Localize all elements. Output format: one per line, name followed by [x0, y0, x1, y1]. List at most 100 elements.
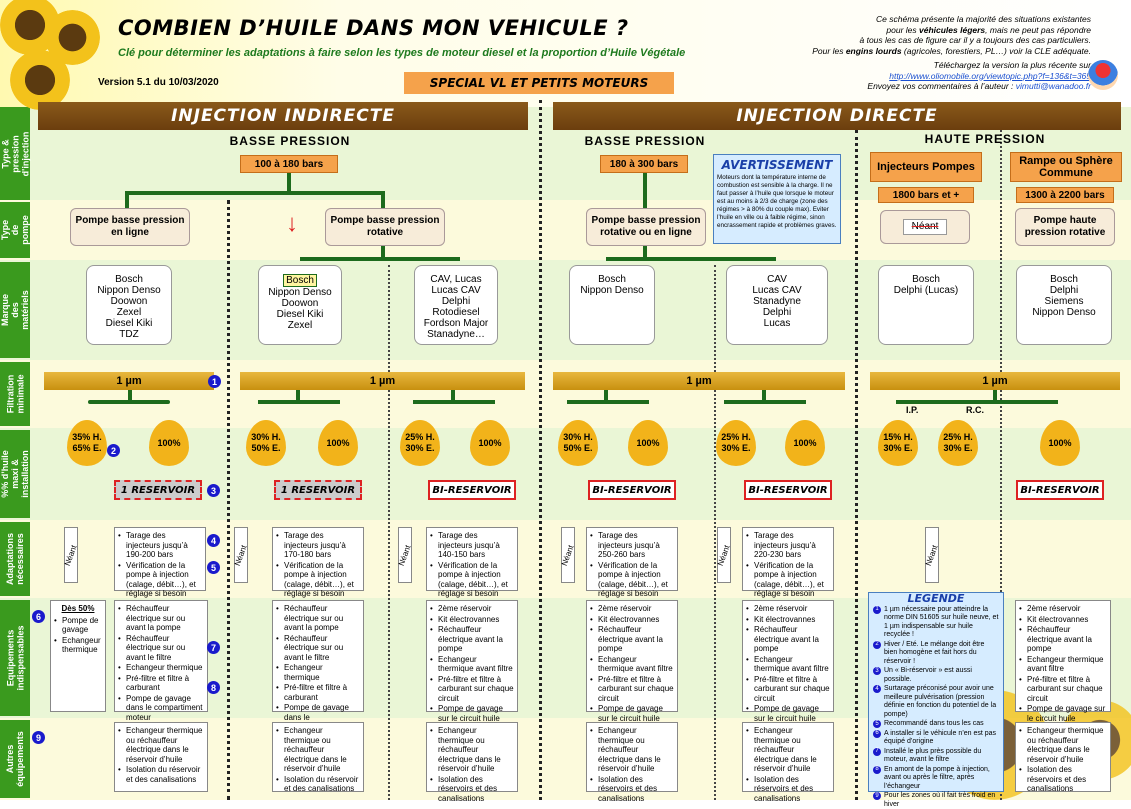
- special-banner: SPECIAL VL ET PETITS MOTEURS: [404, 72, 674, 94]
- list-item: Echangeur thermique ou réchauffeur élect…: [746, 726, 830, 774]
- other-equipment-box: Echangeur thermique ou réchauffeur élect…: [114, 722, 208, 792]
- brand-name: CAV, Lucas: [430, 274, 482, 285]
- adaptations-box: Tarage des injecteurs jusqu’à 250-260 ba…: [586, 527, 678, 598]
- list-item: Echangeur thermique ou réchauffeur élect…: [430, 726, 514, 774]
- legend-text: Pour les zones où il fait très froid en …: [884, 792, 996, 808]
- marker-number: 1: [208, 375, 221, 388]
- legend-text: Recommandé dans tous les cas: [884, 720, 984, 727]
- list-item: Réchauffeur électrique sur ou avant le f…: [118, 634, 204, 663]
- sunflower-image: [10, 50, 70, 110]
- legend-text: Surtarage préconisé pour avoir une meill…: [884, 685, 997, 718]
- brand-name: Delphi: [1049, 285, 1079, 296]
- oil-drop: 100%: [628, 420, 668, 466]
- list-item: Vérification de la pompe à injection (ca…: [590, 561, 674, 599]
- list-item: Echangeur thermique: [276, 663, 360, 682]
- brand-name: Nippon Denso: [268, 287, 332, 298]
- neant-box: Néant: [233, 527, 249, 583]
- list-item: Echangeur thermique avant filtre: [746, 655, 830, 674]
- list-item: Réchauffeur électrique avant la pompe: [590, 625, 674, 654]
- brand-name: Lucas CAV: [431, 285, 481, 296]
- oil-drop: 100%: [785, 420, 825, 466]
- list-item: Réchauffeur électrique avant la pompe: [430, 625, 514, 654]
- brand-name: Zexel: [116, 307, 142, 318]
- other-equipment-box: Echangeur thermique ou réchauffeur élect…: [586, 722, 678, 803]
- pressure-title: HAUTE PRESSION: [924, 132, 1046, 146]
- brand-name: Delphi: [441, 296, 471, 307]
- oil-drop: 100%: [149, 420, 189, 466]
- reservoir-label: BI-RESERVOIR: [1016, 480, 1104, 500]
- adaptations-box: Tarage des injecteurs jusqu’à 190-200 ba…: [114, 527, 206, 598]
- pressure-value: 100 à 180 bars: [240, 155, 338, 173]
- pressure-title: BASSE PRESSION: [229, 134, 351, 148]
- list-item: Vérification de la pompe à injection (ca…: [118, 561, 202, 599]
- connector: [128, 390, 132, 402]
- band-filtration: [0, 360, 1131, 428]
- connector: [451, 390, 455, 402]
- pump-box: Pompe basse pression en ligne: [70, 208, 190, 246]
- filtration-bar: 1 µm: [44, 372, 214, 390]
- legend-number: 8: [873, 765, 881, 774]
- list-item: Tarage des injecteurs jusqu’à 170-180 ba…: [276, 531, 360, 560]
- brand-name: Diesel Kiki: [276, 309, 324, 320]
- row-label-marque: Marque des matériels: [0, 262, 30, 358]
- list-item: Echangeur thermique ou réchauffeur élect…: [118, 726, 204, 764]
- equipment-box: Réchauffeur électrique sur ou avant la p…: [272, 600, 364, 731]
- list-item: Pompe de gavage sur le circuit huile: [1019, 704, 1107, 723]
- connector: [606, 257, 776, 261]
- neant-box: Néant: [560, 527, 576, 583]
- equipment-box: 2ème réservoirKit électrovannesRéchauffe…: [742, 600, 834, 723]
- list-item: Réchauffeur électrique avant la pompe: [1019, 625, 1107, 654]
- list-item: Pré-filtre et filtre à carburant sur cha…: [590, 675, 674, 704]
- legend-number: 1: [873, 605, 881, 614]
- connector: [300, 257, 460, 261]
- brand-name: Nippon Denso: [97, 285, 161, 296]
- brand-name: Diesel Kiki: [105, 318, 153, 329]
- marker-number: 2: [107, 444, 120, 457]
- separator: [1000, 130, 1002, 800]
- legend-number: 4: [873, 685, 881, 693]
- list-item: Pompe de gavage: [54, 616, 102, 635]
- connector: [88, 400, 170, 404]
- list-item: Réchauffeur électrique sur ou avant la p…: [118, 604, 204, 633]
- row-label-equipements: Equipements indispensables: [0, 600, 30, 716]
- download-link[interactable]: http://www.oliomobile.org/viewtopic.php?…: [889, 70, 1091, 81]
- list-item: Isolation des réservoirs et des canalisa…: [1019, 765, 1107, 794]
- connector: [296, 390, 300, 402]
- list-item: Tarage des injecteurs jusqu’à 140-150 ba…: [430, 531, 514, 560]
- connector: [762, 390, 766, 402]
- list-item: Isolation du réservoir et des canalisati…: [276, 775, 360, 794]
- legend-text: Un « Bi-réservoir » est aussi possible.: [884, 667, 972, 683]
- list-item: Echangeur thermique: [118, 663, 204, 673]
- reservoir-label: 1 RESERVOIR: [274, 480, 362, 500]
- list-item: 2ème réservoir: [430, 604, 514, 614]
- pump-box: Néant: [880, 210, 970, 244]
- connector: [567, 400, 649, 404]
- list-item: Pompe de gavage sur le circuit huile: [430, 704, 514, 723]
- marker-number: 5: [207, 561, 220, 574]
- list-item: Vérification de la pompe à injection (ca…: [430, 561, 514, 599]
- oil-drop: 15% H. 30% E.: [878, 420, 918, 466]
- pump-box: Pompe haute pression rotative: [1015, 208, 1115, 246]
- list-item: Echangeur thermique ou réchauffeur élect…: [1019, 726, 1107, 764]
- connector: [287, 173, 291, 193]
- connector: [724, 400, 806, 404]
- marker-number: 6: [32, 610, 45, 623]
- separator: [855, 130, 858, 800]
- ip-label: I.P.: [906, 405, 919, 415]
- list-item: Pré-filtre et filtre à carburant: [118, 674, 204, 693]
- connector: [604, 390, 608, 402]
- list-item: Echangeur thermique ou réchauffeur élect…: [590, 726, 674, 774]
- equipment-box: 2ème réservoirKit électrovannesRéchauffe…: [426, 600, 518, 723]
- list-item: Réchauffeur électrique sur ou avant le f…: [276, 634, 360, 663]
- reservoir-label: BI-RESERVOIR: [744, 480, 832, 500]
- version-label: Version 5.1 du 10/03/2020: [98, 77, 219, 88]
- list-item: Pompe de gavage sur le circuit huile: [590, 704, 674, 723]
- contact-email[interactable]: vimutti@wanadoo.fr: [1015, 81, 1091, 91]
